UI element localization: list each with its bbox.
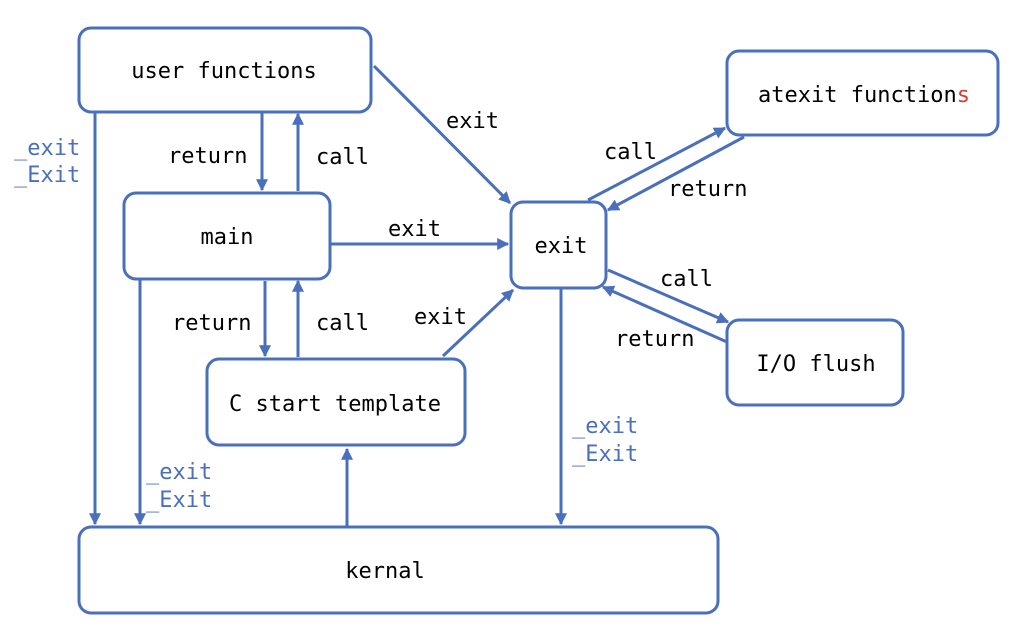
- edge-user-to-exit: [372, 64, 512, 205]
- label-cstart-to-exit: exit: [414, 305, 467, 330]
- label-user-to-exit: exit: [446, 109, 499, 134]
- node-kernal: kernal: [77, 525, 720, 615]
- node-c-start-template-label: C start template: [229, 392, 441, 417]
- node-io-flush: I/O flush: [725, 318, 905, 407]
- node-user-functions-label: user functions: [131, 59, 316, 84]
- node-atexit-functions: atexit functions: [725, 49, 1000, 137]
- label-main-to-exit: exit: [388, 217, 441, 242]
- label-main-cstart-return: return: [172, 311, 251, 336]
- label-main-exit-2: _Exit: [146, 488, 212, 513]
- label-io-call: call: [660, 267, 713, 292]
- node-exit-label: exit: [535, 234, 588, 259]
- edge-io-to-exit-return: [601, 285, 728, 344]
- edge-exit-to-atexit-call: [587, 126, 727, 202]
- label-exitnode-exit-2: _Exit: [572, 442, 638, 467]
- label-user-main-call: call: [316, 145, 369, 170]
- node-atexit-functions-label-main: atexit function: [758, 83, 957, 108]
- label-atexit-call: call: [604, 140, 657, 165]
- node-exit: exit: [509, 200, 608, 290]
- label-user-exit-2: _Exit: [14, 163, 80, 188]
- node-main: main: [122, 191, 332, 281]
- node-kernal-label: kernal: [345, 559, 424, 584]
- edge-atexit-to-exit-return: [606, 135, 745, 212]
- label-user-exit-1: _exit: [14, 136, 80, 161]
- label-io-return: return: [615, 327, 694, 352]
- node-c-start-template: C start template: [205, 357, 467, 447]
- label-main-exit-1: _exit: [146, 460, 212, 485]
- label-main-cstart-call: call: [316, 311, 369, 336]
- node-io-flush-label: I/O flush: [756, 352, 875, 377]
- label-atexit-return: return: [668, 177, 747, 202]
- node-user-functions: user functions: [77, 26, 373, 114]
- node-atexit-functions-label-accent: s: [957, 83, 970, 108]
- label-exitnode-exit-1: _exit: [572, 414, 638, 439]
- node-main-label: main: [201, 225, 254, 250]
- edge-exit-to-io-call: [607, 268, 730, 324]
- label-user-main-return: return: [168, 144, 247, 169]
- node-atexit-functions-label: atexit functions: [758, 83, 970, 108]
- edge-cstart-to-exit: [441, 288, 515, 358]
